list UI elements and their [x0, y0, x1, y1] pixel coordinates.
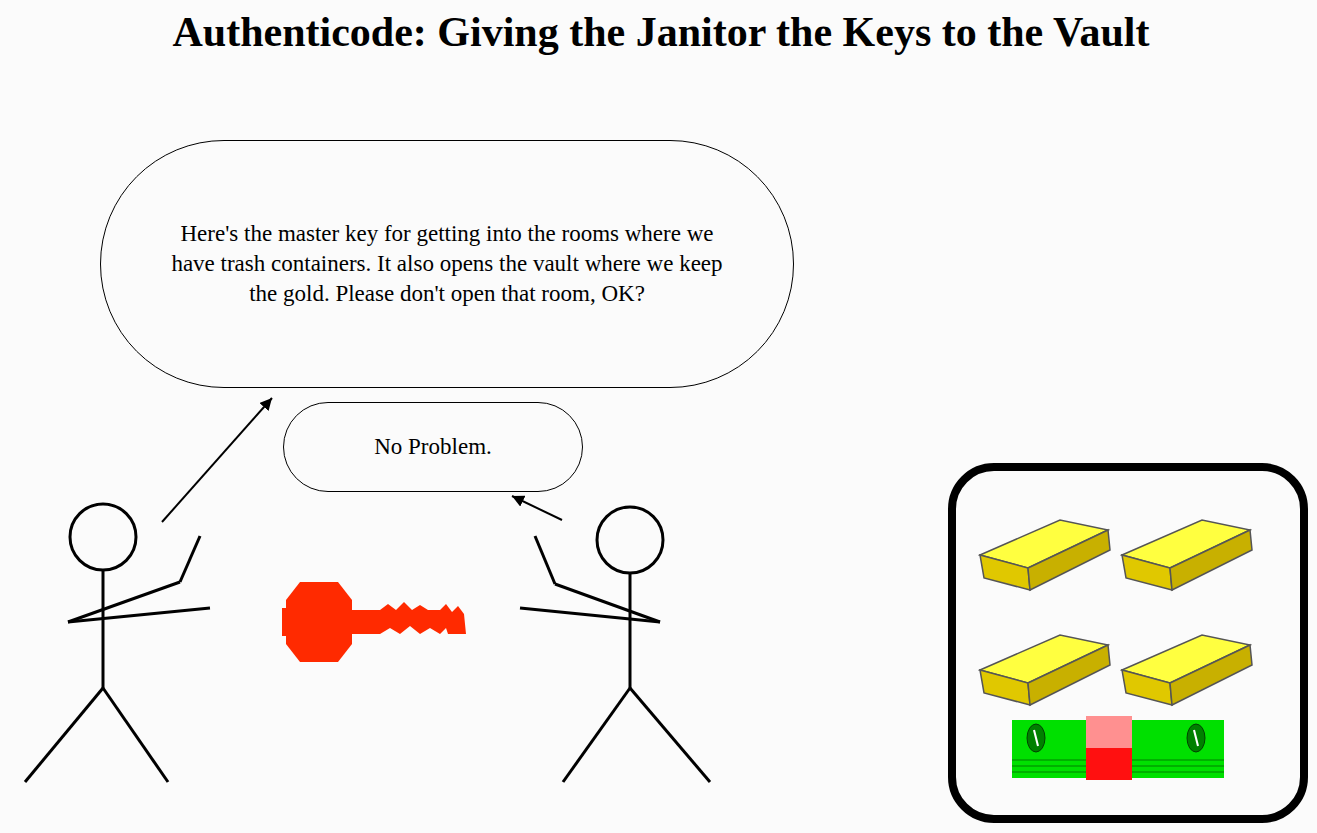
speech-pointer	[512, 496, 562, 520]
speech-text: Here's the master key for getting into t…	[157, 219, 737, 309]
speech-bubble: No Problem.	[283, 402, 583, 492]
gold-bars	[980, 520, 1252, 705]
title: Authenticode: Giving the Janitor the Key…	[16, 8, 1306, 56]
key	[282, 582, 466, 662]
speech-bubble: Here's the master key for getting into t…	[100, 140, 794, 388]
stick-figure	[520, 507, 710, 782]
speech-pointer	[162, 398, 272, 522]
vault	[952, 467, 1304, 819]
speech-text: No Problem.	[374, 432, 492, 462]
stick-figure	[25, 504, 210, 782]
money-stack	[1012, 716, 1224, 780]
